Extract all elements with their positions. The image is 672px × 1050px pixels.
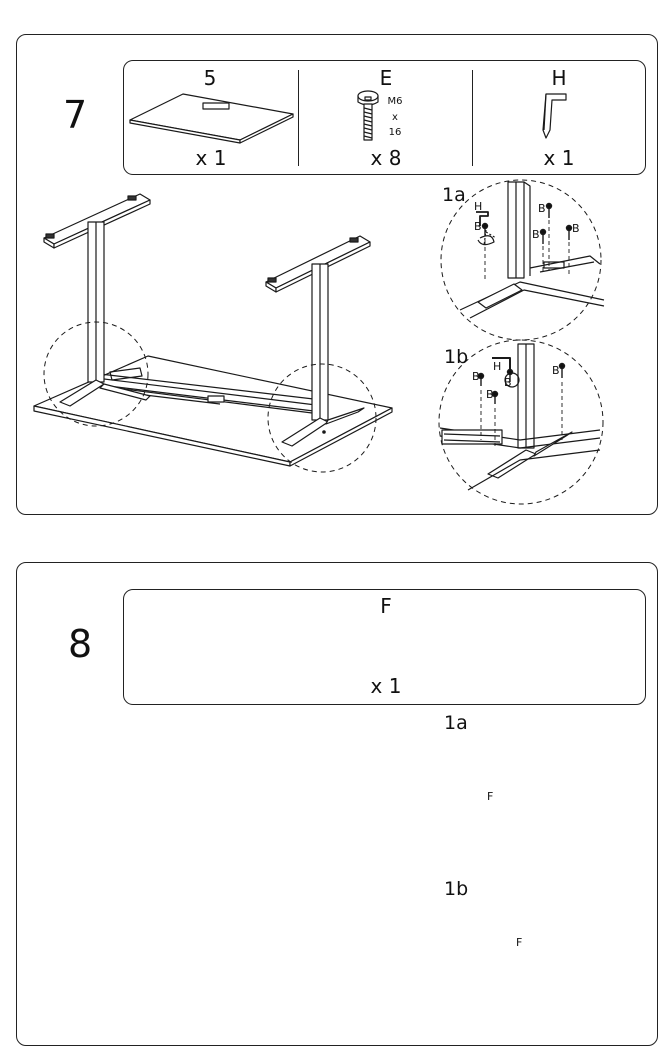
detail-1a-circle [440,179,605,341]
callout-b: B [486,388,494,401]
detail-circle-left [43,321,149,427]
detail-1b-label: 1b [444,346,469,368]
detail-1a-label: 1a [442,184,466,206]
step-number: 8 [68,622,93,666]
callout-h: H [493,360,502,373]
hex-key-icon [542,93,567,139]
callout-h: H [474,200,483,213]
callout-f: F [487,790,494,803]
callout-b: B [572,222,580,235]
detail-1b-label: 1b [444,878,469,900]
part-h-quantity: x 1 [543,146,575,170]
screw-size-diameter: M6 [387,96,403,107]
part-divider [472,70,473,166]
callout-b: B [472,370,480,383]
parts-box [123,589,646,705]
screw-icon [357,90,379,141]
part-divider [298,70,299,166]
callout-b: B [532,228,540,241]
desk-frame-drawing [33,193,393,467]
part-5-letter: 5 [203,66,217,90]
callout-b: B [538,202,546,215]
part-e-quantity: x 8 [370,146,402,170]
part-h-letter: H [551,66,567,90]
part-f-letter: F [380,594,392,618]
desktop-panel-icon [129,93,294,144]
screw-size-length: 16 [388,127,402,138]
detail-1b-circle [438,339,604,505]
callout-f: F [516,936,523,949]
callout-b: B [552,364,560,377]
detail-circle-right [267,363,377,473]
step-number: 7 [63,93,88,137]
detail-1a-label: 1a [444,712,468,734]
screw-size-x: x [392,112,398,123]
part-f-quantity: x 1 [370,674,402,698]
callout-b: B [474,220,482,233]
part-e-letter: E [379,66,393,90]
callout-b: B [504,376,512,389]
part-5-quantity: x 1 [195,146,227,170]
